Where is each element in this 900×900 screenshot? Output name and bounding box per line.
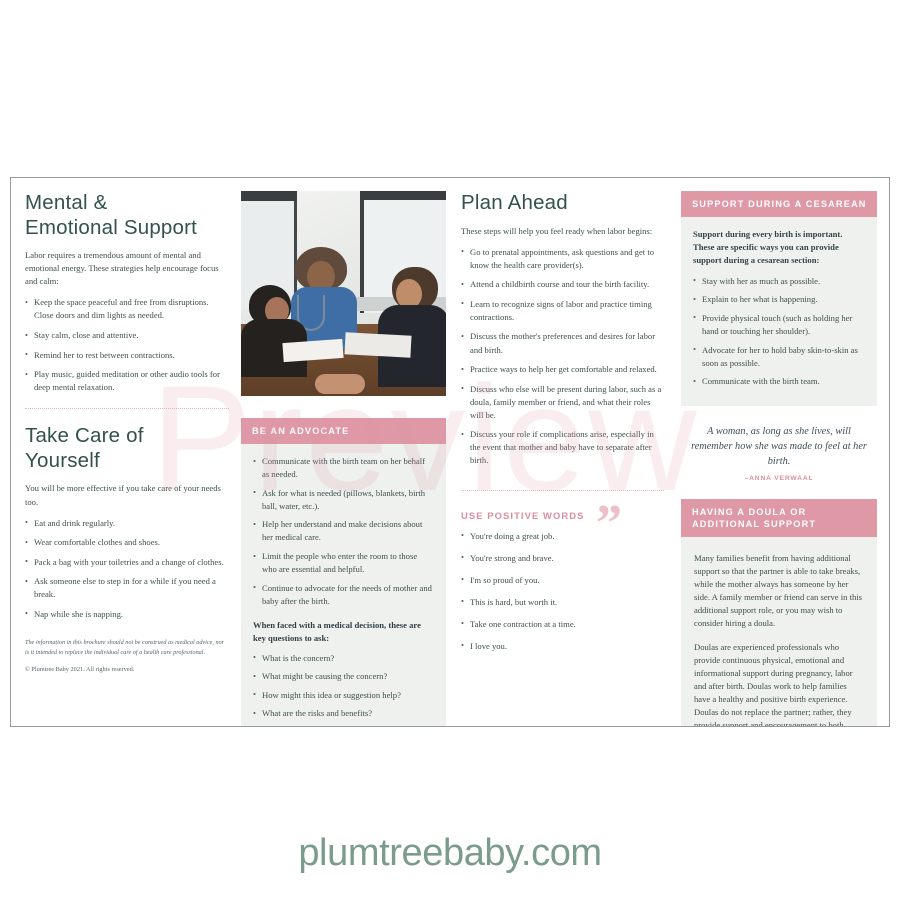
divider-dotted (25, 408, 229, 410)
doula-header-line-2: ADDITIONAL SUPPORT (692, 518, 817, 529)
intro-paragraph-mental: Labor requires a tremendous amount of me… (25, 250, 219, 287)
bullet-list-positive-words: You're doing a great job. You're strong a… (461, 529, 664, 653)
list-item: Ask for what is needed (pillows, blanket… (253, 486, 434, 513)
footer-website[interactable]: plumtreebaby.com (298, 832, 602, 874)
list-item: Continue to advocate for the needs of mo… (253, 581, 434, 608)
list-item: Wear comfortable clothes and shoes. (25, 536, 229, 549)
bullet-list-cesarean: Stay with her as much as possible. Explai… (693, 274, 865, 388)
list-item: Attend a childbirth course and tour the … (461, 278, 664, 291)
list-item: Discuss who else will be present during … (461, 382, 664, 422)
list-item: Explain to her what is happening. (693, 293, 865, 306)
doula-section: HAVING A DOULA OR ADDITIONAL SUPPORT Man… (681, 498, 877, 727)
list-item: Advocate for her to hold baby skin-to-sk… (693, 343, 865, 370)
column-plan-ahead: Plan Ahead These steps will help you fee… (461, 191, 664, 662)
cesarean-lead: Support during every birth is important.… (693, 229, 843, 265)
photo-held-hands (315, 374, 365, 394)
page-title-plan-ahead: Plan Ahead (461, 191, 568, 214)
list-item: I'm so proud of you. (461, 573, 664, 587)
bullet-list-take-care: Eat and drink regularly. Wear comfortable… (25, 516, 229, 621)
photo-window-right-frame (360, 191, 446, 200)
column-cesarean-doula: SUPPORT DURING A CESAREAN Support during… (681, 191, 877, 727)
list-item: Keep the space peaceful and free from di… (25, 296, 229, 322)
list-item: Help her understand and make decisions a… (253, 518, 434, 544)
list-item: Stay with her as much as possible. (693, 274, 865, 288)
list-item: This is hard, but worth it. (461, 595, 664, 609)
heading2-line-1: Take Care of (25, 424, 144, 448)
heading2-line-2: Yourself (25, 448, 100, 472)
list-item: What are the risks and benefits? (253, 707, 434, 720)
cesarean-panel: Support during every birth is important.… (681, 217, 877, 406)
advocate-panel: Communicate with the birth team on her b… (241, 444, 446, 726)
list-item: Pack a bag with your toiletries and a ch… (25, 555, 229, 569)
cesarean-section: SUPPORT DURING A CESAREAN Support during… (681, 191, 877, 406)
list-item: Communicate with the birth team. (693, 375, 865, 388)
list-item: Provide physical touch (such as holding … (693, 311, 865, 338)
positive-words-section: ” USE POSITIVE WORDS You're doing a grea… (461, 497, 664, 653)
list-item: Discuss the mother's preferences and des… (461, 330, 664, 356)
list-item: You're doing a great job. (461, 529, 664, 543)
cesarean-header: SUPPORT DURING A CESAREAN (681, 191, 877, 218)
doula-paragraph-1: Many families benefit from having additi… (694, 553, 863, 629)
list-item: Take one contraction at a time. (461, 617, 664, 631)
photo-man-face (396, 279, 422, 309)
list-item: How might this idea or suggestion help? (253, 688, 434, 702)
list-item: What other options do we have? (253, 725, 434, 726)
advocate-sub-heading: When faced with a medical decision, thes… (253, 619, 421, 643)
quote-attribution: –ANNA VERWAAL (744, 474, 814, 482)
bullet-list-mental: Keep the space peaceful and free from di… (25, 296, 229, 394)
list-item: Play music, guided meditation or other a… (25, 368, 229, 394)
positive-words-header: USE POSITIVE WORDS (461, 509, 585, 521)
list-item: You're strong and brave. (461, 551, 664, 565)
quote-text: A woman, as long as she lives, will reme… (691, 425, 867, 467)
doula-header-line-1: HAVING A DOULA OR (692, 506, 807, 517)
divider-dotted-plan (461, 489, 664, 491)
list-item: Eat and drink regularly. (25, 516, 229, 530)
list-item: Nap while she is napping. (25, 607, 229, 621)
photo-provider-consultation (241, 191, 446, 396)
doula-paragraph-2: Doulas are experienced professionals who… (694, 641, 853, 727)
photo-window-left-frame (241, 191, 297, 201)
column-photo-and-advocate: BE AN ADVOCATE Communicate with the birt… (241, 191, 446, 726)
list-item: Remind her to rest between contractions. (25, 348, 229, 362)
doula-header: HAVING A DOULA OR ADDITIONAL SUPPORT (681, 498, 877, 538)
list-item: What might be causing the concern? (253, 670, 434, 683)
photo-paper-right (344, 332, 412, 358)
list-item: I love you. (461, 639, 664, 653)
list-item: Ask someone else to step in for a while … (25, 575, 229, 601)
list-item: Limit the people who enter the room to t… (253, 550, 434, 576)
bullet-list-advocate: Communicate with the birth team on her b… (253, 455, 434, 608)
list-item: Go to prenatal appointments, ask questio… (461, 245, 664, 272)
heading-line-1: Mental & (25, 191, 108, 214)
pull-quote: A woman, as long as she lives, will reme… (681, 424, 877, 482)
stethoscope-icon (297, 295, 325, 331)
bullet-list-advocate-questions: What is the concern? What might be causin… (253, 651, 434, 726)
advocate-section: BE AN ADVOCATE Communicate with the birt… (241, 418, 446, 726)
intro-paragraph-plan: These steps will help you feel ready whe… (461, 225, 653, 236)
heading-line-2: Emotional Support (25, 215, 198, 239)
intro-paragraph-take-care: You will be more effective if you take c… (25, 483, 221, 507)
list-item: Communicate with the birth team on her b… (253, 455, 434, 481)
list-item: Practice ways to help her get comfortabl… (461, 363, 664, 376)
page-title-take-care: Take Care of Yourself (25, 424, 229, 473)
page-title-mental-emotional: Mental & Emotional Support (25, 191, 229, 240)
disclaimer-text: The information in this brochure should … (25, 638, 225, 656)
copyright-text: © Plumtree Baby 2021. All rights reserve… (25, 666, 135, 674)
doula-panel: Many families benefit from having additi… (681, 537, 877, 727)
list-item: Learn to recognize signs of labor and pr… (461, 297, 664, 324)
list-item: What is the concern? (253, 651, 434, 665)
column-mental-emotional-support: Mental & Emotional Support Labor require… (25, 191, 229, 675)
list-item: Stay calm, close and attentive. (25, 328, 229, 342)
photo-provider-face (307, 261, 335, 292)
advocate-header: BE AN ADVOCATE (241, 418, 446, 445)
brochure-sheet: Preview Mental & Emotional Support Labor… (10, 177, 890, 727)
list-item: Discuss your role if complications arise… (461, 428, 664, 467)
bullet-list-plan-ahead: Go to prenatal appointments, ask questio… (461, 245, 664, 468)
